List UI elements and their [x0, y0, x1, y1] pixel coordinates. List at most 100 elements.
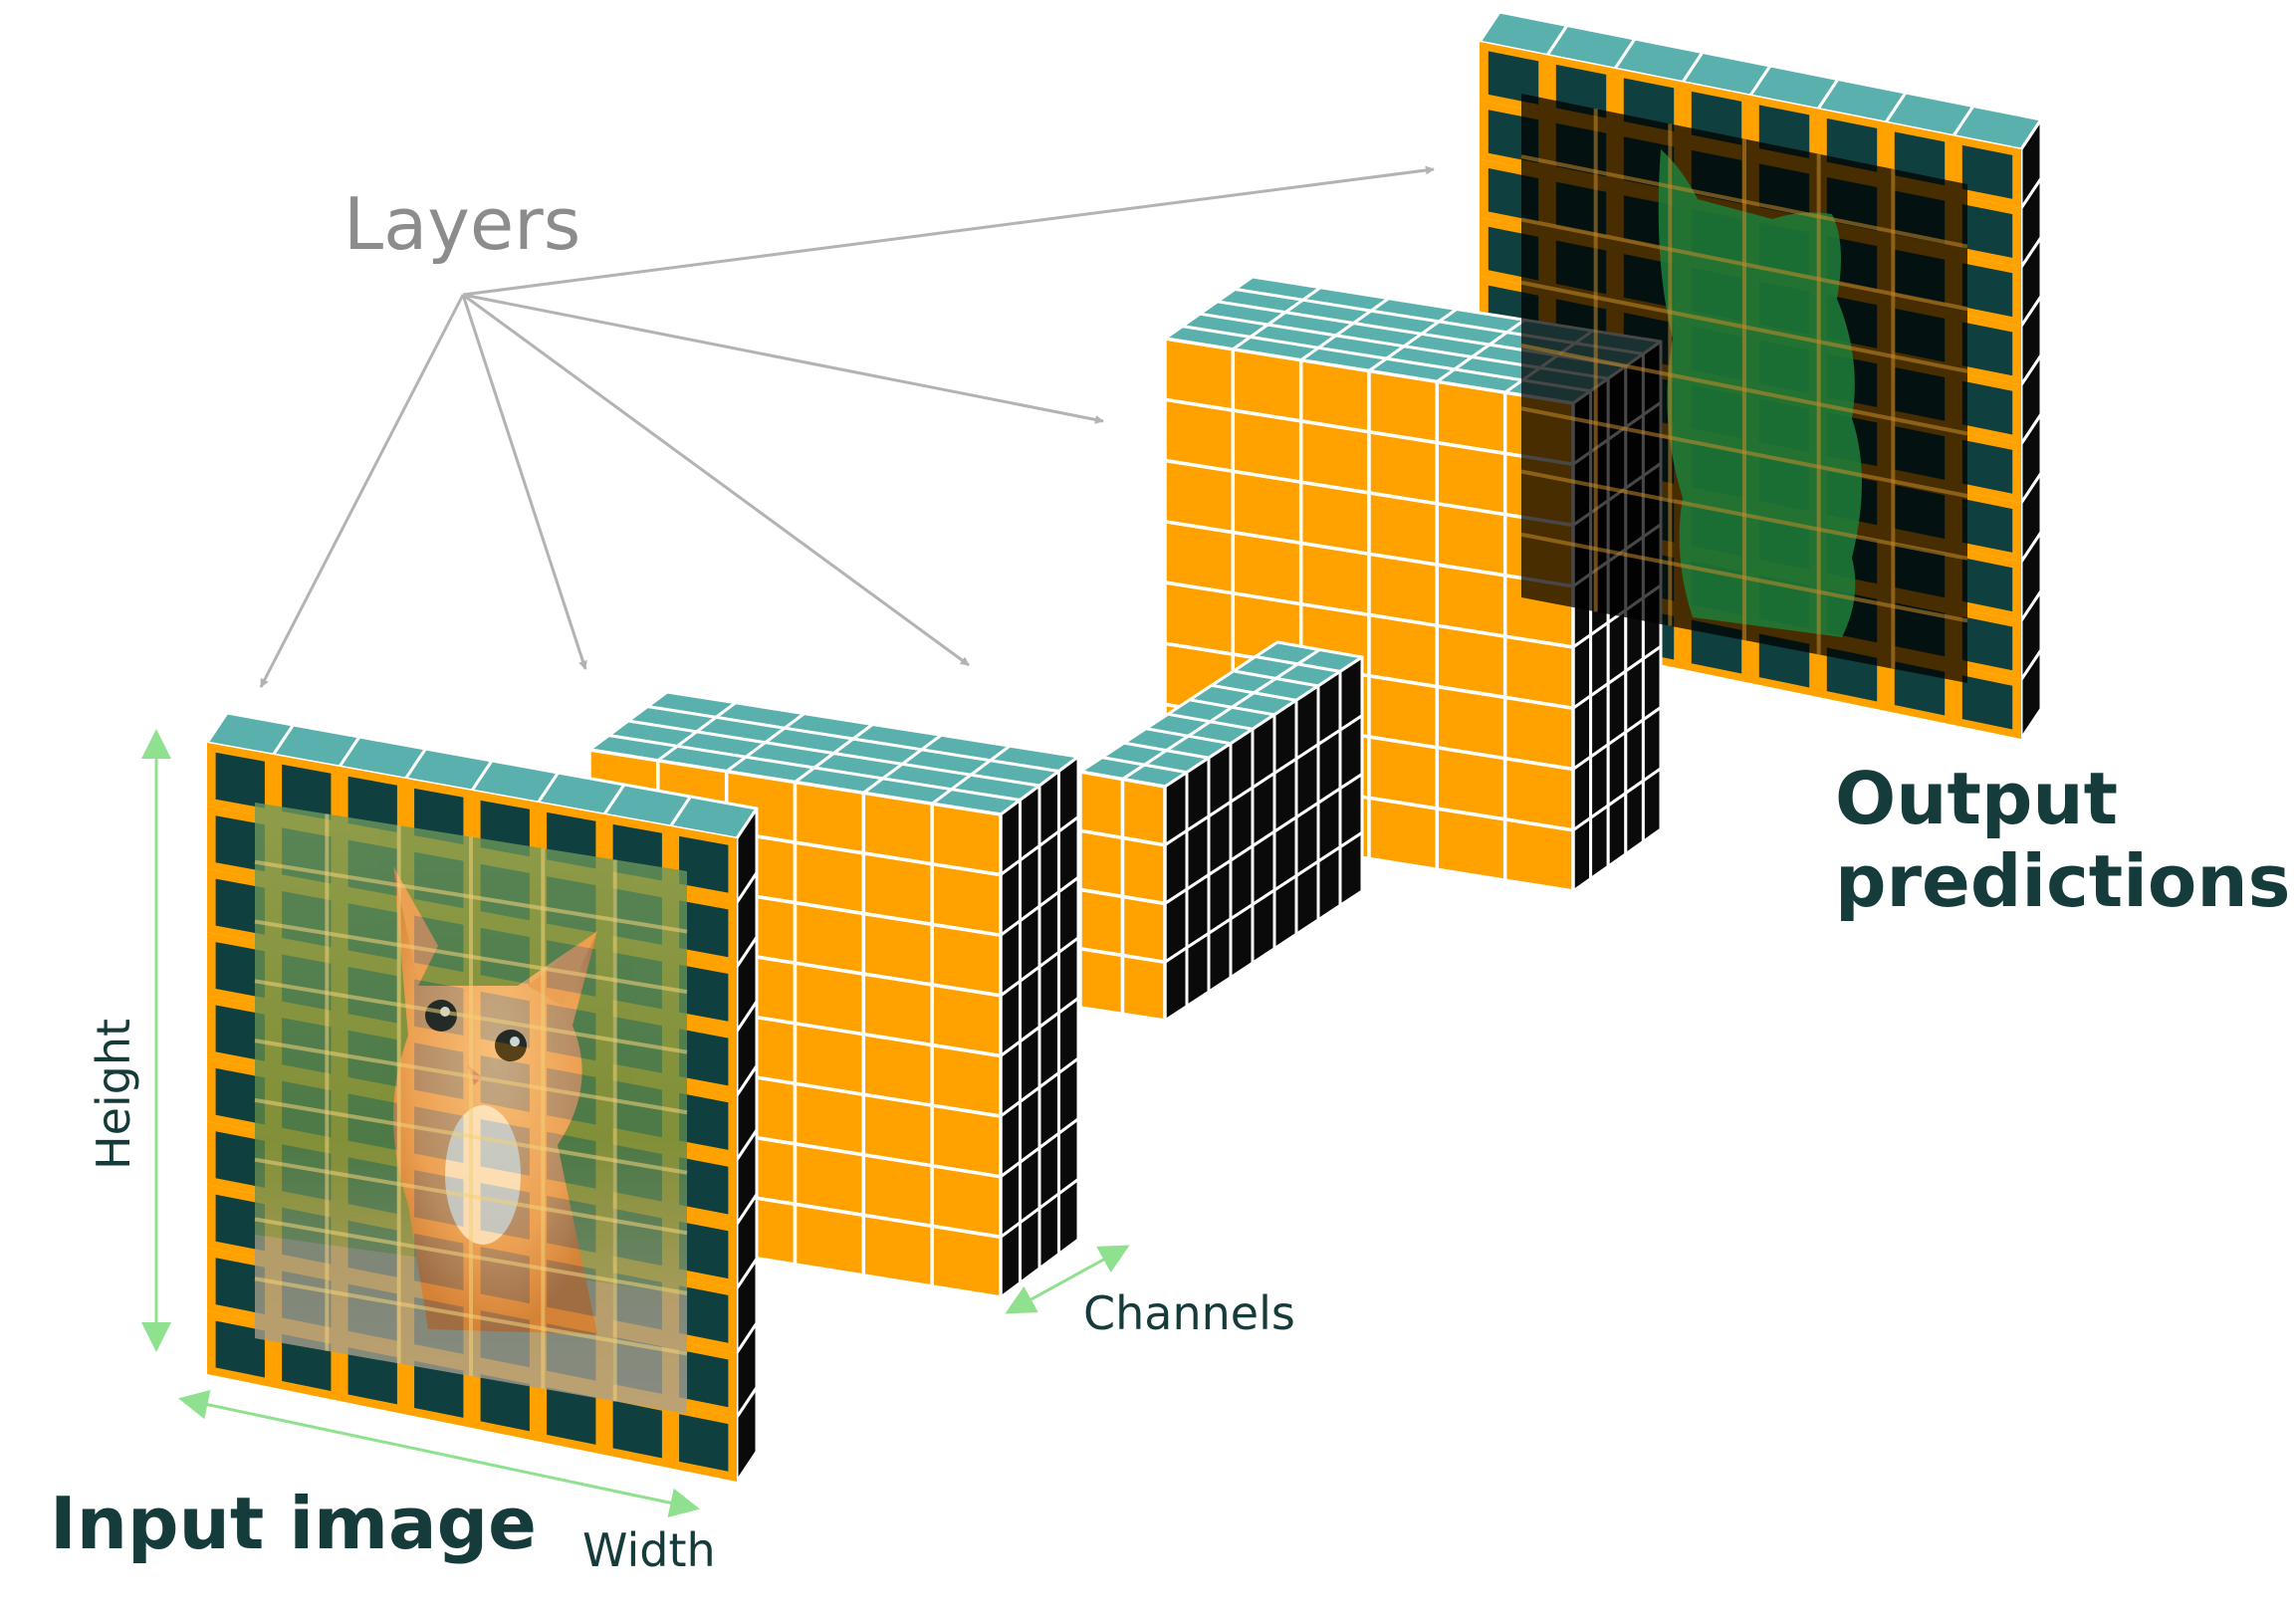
front-cell [1120, 777, 1167, 847]
front-cell [215, 942, 265, 999]
front-cell [612, 1400, 662, 1459]
arrow-to-hidden-2 [462, 293, 970, 667]
front-cell [679, 1414, 729, 1472]
side-cell [1589, 804, 1610, 881]
grid-line [1520, 280, 1968, 373]
grid-line [1520, 344, 1968, 436]
side-cell [1624, 779, 1645, 856]
grid-line [1520, 532, 1968, 623]
front-cell [1961, 675, 2013, 730]
grid-line [254, 1039, 688, 1115]
grid-line [1520, 406, 1968, 499]
front-cell [679, 1221, 729, 1279]
front-cell [1502, 817, 1575, 893]
dimension-arrows [141, 729, 1130, 1518]
layers-arrows [259, 165, 1435, 688]
grid-line [1520, 469, 1968, 561]
output-mask-grid [1520, 109, 1968, 669]
side-cell [1338, 830, 1364, 907]
front-cell [1078, 828, 1125, 899]
layers-label: Layers [344, 182, 580, 266]
front-cell [1961, 204, 2013, 258]
front-cell [1078, 887, 1125, 958]
front-cell [347, 776, 397, 832]
output-title-line-2: predictions [1835, 839, 2290, 923]
front-cell [679, 1092, 729, 1150]
front-cell [1488, 51, 1539, 105]
front-cell [1435, 807, 1507, 882]
front-cell [679, 835, 729, 893]
hidden-layer-2 [1078, 640, 1364, 1023]
side-cell [1641, 767, 1663, 843]
front-cell [679, 1029, 729, 1086]
side-cell [1251, 888, 1276, 965]
front-cell [282, 764, 332, 820]
output-title-line-1: Output [1835, 757, 2118, 840]
side-cell [1185, 931, 1211, 1009]
front-cell [215, 815, 265, 872]
front-cell [215, 1320, 265, 1378]
front-cell [1078, 770, 1125, 840]
grid-line [254, 1157, 688, 1236]
side-cell [1019, 1206, 1041, 1284]
front-cell [1961, 380, 2013, 435]
channels-label: Channels [1083, 1286, 1295, 1340]
front-cell [215, 752, 265, 808]
front-cell [215, 1067, 265, 1125]
side-cell [1163, 946, 1189, 1023]
grid-line [254, 1276, 688, 1356]
arrow-to-input [259, 294, 465, 688]
grid-line [254, 979, 688, 1054]
side-cell [1272, 874, 1298, 951]
front-cell [1961, 322, 2013, 376]
front-cell [1120, 835, 1167, 906]
grid-line [254, 1097, 688, 1175]
front-cell [861, 1213, 934, 1288]
front-cell [215, 1131, 265, 1188]
side-cell [1571, 815, 1593, 893]
front-cell [1961, 263, 2013, 318]
front-cell [679, 1285, 729, 1343]
front-cell [679, 1157, 729, 1215]
front-cell [1961, 439, 2013, 494]
height-label: Height [87, 1019, 140, 1170]
front-cell [215, 1258, 265, 1314]
width-label: Width [582, 1523, 716, 1577]
input-image-title: Input image [50, 1482, 537, 1565]
channels-arrow [1005, 1245, 1130, 1314]
front-cell [215, 1005, 265, 1061]
side-cell [1207, 917, 1233, 994]
grid-line [1520, 217, 1968, 312]
side-cell [1316, 845, 1342, 922]
arrow-to-hidden-3 [462, 293, 1104, 424]
side-cell [1037, 1192, 1060, 1270]
front-cell [215, 1194, 265, 1252]
front-cell [793, 1202, 866, 1277]
arrow-to-hidden-1 [461, 294, 587, 670]
front-cell [1120, 953, 1167, 1023]
width-arrow [178, 1389, 700, 1518]
front-cell [1961, 144, 2013, 199]
side-cell [1294, 859, 1320, 936]
grid-line [254, 1217, 688, 1295]
side-cell [1229, 903, 1255, 980]
side-cell [999, 1221, 1022, 1299]
front-cell [1120, 894, 1167, 965]
input-photo-grid [254, 813, 688, 1402]
grid-line [254, 919, 688, 995]
arrow-to-output [462, 165, 1435, 297]
front-cell [1961, 616, 2013, 671]
front-cell [1961, 498, 2013, 553]
front-cell [1367, 796, 1440, 872]
front-cell [215, 878, 265, 935]
side-cell [1606, 792, 1628, 868]
side-cell [1057, 1177, 1080, 1256]
front-cell [679, 964, 729, 1022]
grid-line [1520, 154, 1968, 249]
front-cell [930, 1224, 1003, 1299]
front-cell [1961, 558, 2013, 612]
front-cell [1078, 947, 1125, 1017]
front-cell [679, 900, 729, 958]
grid-line [254, 859, 688, 934]
